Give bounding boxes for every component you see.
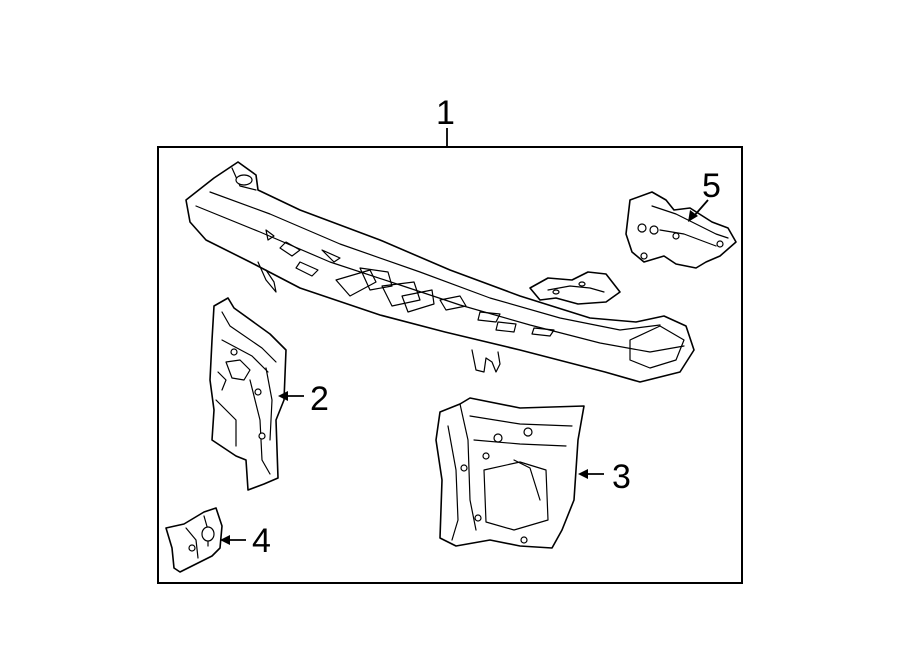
- callout-4: 4: [252, 522, 271, 560]
- callout-5: 5: [702, 167, 721, 205]
- callout-2: 2: [310, 380, 329, 418]
- assembly-frame: [157, 146, 743, 584]
- leader-5: [693, 199, 709, 217]
- part-5-bracket: [625, 191, 737, 269]
- arrow-4: [220, 535, 230, 545]
- callout-1: 1: [436, 94, 455, 132]
- arrow-5: [688, 210, 698, 222]
- arrow-2: [278, 391, 288, 401]
- part-1-tie-bar: [185, 161, 695, 383]
- bracket-small: [529, 271, 621, 305]
- callout-3: 3: [612, 458, 631, 496]
- part-4-bracket: [165, 507, 223, 573]
- part-3-right-panel: [435, 397, 585, 549]
- part-2-left-panel: [209, 297, 287, 491]
- arrow-3: [578, 469, 588, 479]
